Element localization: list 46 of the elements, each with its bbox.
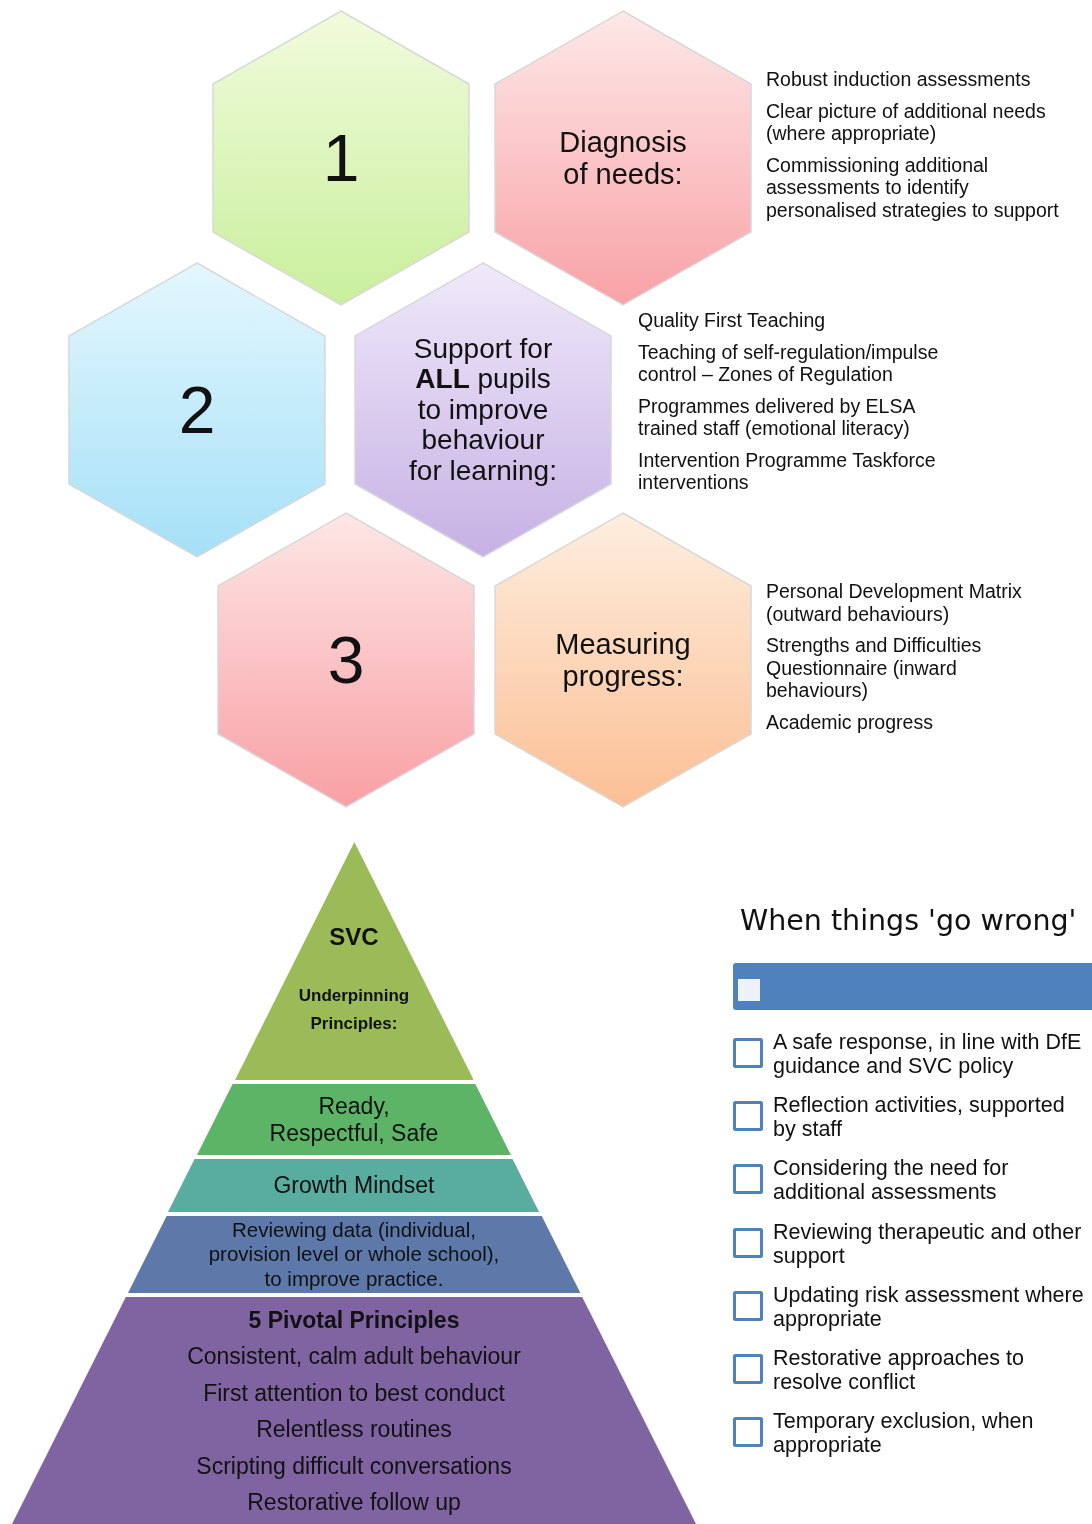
step-number: 2	[178, 373, 216, 447]
hexagon-title: Diagnosis of needs:	[558, 126, 688, 190]
checklist-item: Updating risk assessment where appropriate	[773, 1282, 1085, 1331]
panel-heading: When things 'go wrong'	[740, 903, 1077, 939]
description-text: Commissioning additional assessments to identify personalised strategies to support	[766, 153, 1060, 221]
description-text: Intervention Programme Taskforce interventions	[638, 448, 937, 494]
hexagon-shape	[212, 10, 470, 306]
checklist-item: Restorative approaches to resolve conflict	[773, 1346, 1025, 1394]
step-number: 1	[322, 121, 360, 195]
hexagon-title: Support for ALL pupils to improve behaviour for learning:	[408, 333, 558, 487]
pyramid-tier	[11, 1297, 696, 1524]
hexagon-title: Measuring progress:	[554, 628, 692, 692]
description-text: Quality First Teaching	[638, 309, 827, 332]
description-text: Robust induction assessments	[766, 68, 1032, 91]
description-text: Strengths and Difficulties Questionnaire (inward behaviours)	[766, 634, 983, 702]
pyramid-tier	[168, 1159, 540, 1212]
tier-heading: SVC	[329, 922, 379, 952]
hexagon-shape	[494, 512, 752, 808]
checklist-item: Reviewing therapeutic and other support	[773, 1219, 1083, 1268]
tier-text: Restorative follow up	[247, 1488, 461, 1518]
checklist-item: A safe response, in line with DfE guidance and SVC policy	[773, 1030, 1083, 1078]
hexagon-shape	[494, 10, 752, 306]
checklist-item: Reflection activities, supported by staff	[773, 1093, 1066, 1142]
tier-text: First attention to best conduct	[203, 1378, 505, 1408]
pyramid-tier	[234, 842, 474, 1080]
pyramid-tier	[127, 1216, 581, 1293]
tier-text: Consistent, calm adult behaviour	[187, 1342, 521, 1372]
tier-text: Ready, Respectful, Safe	[268, 1092, 440, 1147]
tier-heading: Underpinning Principles:	[297, 985, 411, 1035]
checklist-item: Temporary exclusion, when appropriate	[773, 1409, 1035, 1458]
tier-heading: 5 Pivotal Principles	[248, 1306, 460, 1335]
tier-text: Relentless routines	[256, 1415, 452, 1445]
step-number: 3	[327, 623, 365, 697]
description-text: Programmes delivered by ELSA trained staff (emotional literacy)	[638, 394, 916, 440]
tier-text: Scripting difficult conversations	[196, 1451, 512, 1481]
hexagon-shape	[68, 262, 326, 558]
pyramid-tier	[197, 1084, 511, 1155]
hexagon-shape	[217, 512, 475, 808]
description-text: Personal Development Matrix (outward behaviours)	[766, 580, 1023, 625]
checklist-item: Considering the need for additional assessments	[773, 1156, 1010, 1205]
hexagon-shape	[354, 262, 612, 558]
tier-text: Growth Mindset	[273, 1172, 435, 1199]
tier-text: Reviewing data (individual, provision level or whole school), to improve practice.	[208, 1217, 500, 1292]
description-text: Clear picture of additional needs (where appropriate)	[766, 99, 1047, 145]
description-text: Teaching of self-regulation/impulse control – Zones of Regulation	[638, 340, 940, 386]
description-text: Academic progress	[766, 710, 934, 733]
